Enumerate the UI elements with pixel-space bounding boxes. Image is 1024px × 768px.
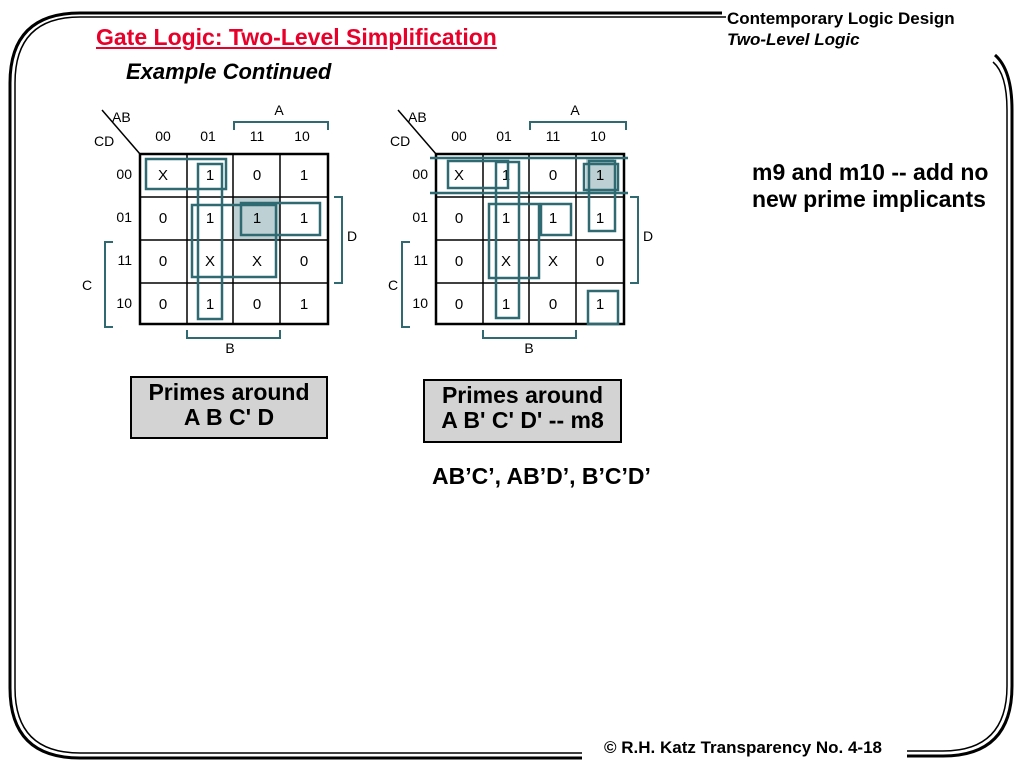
cell: 0 <box>596 253 604 270</box>
row-header: 10 <box>116 295 132 311</box>
caption-line: A B' C' D' -- m8 <box>441 407 604 433</box>
col-header: 01 <box>496 128 512 144</box>
cd-label: CD <box>390 133 410 149</box>
kmap-headers: AB CD 00 01 11 10 00 01 11 10 A B C D <box>388 102 653 356</box>
kmap-grid <box>101 109 330 326</box>
col-header: 01 <box>200 128 216 144</box>
caption-line: Primes around <box>441 382 604 408</box>
col-header: 10 <box>294 128 310 144</box>
slide-subtitle: Example Continued <box>126 59 332 84</box>
row-header: 01 <box>412 209 428 225</box>
var-a-label: A <box>274 102 284 118</box>
cell: 1 <box>596 210 604 227</box>
caption-line: Primes around <box>148 379 310 405</box>
cell: 0 <box>159 210 167 227</box>
var-c-label: C <box>82 277 92 293</box>
slide-title: Gate Logic: Two-Level Simplification <box>96 24 497 50</box>
cell: 1 <box>206 210 214 227</box>
row-header: 01 <box>116 209 132 225</box>
var-d-label: D <box>643 228 653 244</box>
cell: X <box>158 167 168 184</box>
col-header: 11 <box>546 128 561 144</box>
var-a-label: A <box>570 102 580 118</box>
kmap-headers: AB CD 00 01 11 10 00 01 11 10 A B C D <box>82 102 357 356</box>
cell: 0 <box>300 253 308 270</box>
cell: 1 <box>300 296 308 313</box>
row-header: 00 <box>412 166 428 182</box>
cell: 0 <box>455 210 463 227</box>
cell: 0 <box>253 167 261 184</box>
ab-label: AB <box>408 109 427 125</box>
cell: 1 <box>206 167 214 184</box>
cell: X <box>252 253 262 270</box>
col-header: 00 <box>451 128 467 144</box>
ab-label: AB <box>112 109 131 125</box>
caption-primes-abcd: Primes around A B C' D <box>130 376 328 439</box>
var-c-label: C <box>388 277 398 293</box>
cell: 1 <box>206 296 214 313</box>
var-b-label: B <box>225 340 234 356</box>
cell: X <box>205 253 215 270</box>
cell: 0 <box>159 253 167 270</box>
cell: 0 <box>549 296 557 313</box>
row-header: 00 <box>116 166 132 182</box>
cell: 0 <box>253 296 261 313</box>
prime-implicant-loops <box>430 156 628 326</box>
col-header: 10 <box>590 128 606 144</box>
cell: 0 <box>455 296 463 313</box>
course-subtitle: Two-Level Logic <box>727 30 860 49</box>
cell: 1 <box>596 296 604 313</box>
cell: 1 <box>502 210 510 227</box>
note-text: m9 and m10 -- add no new prime implicant… <box>752 159 989 212</box>
cell: 1 <box>502 296 510 313</box>
cell: X <box>501 253 511 270</box>
row-header: 10 <box>412 295 428 311</box>
course-title: Contemporary Logic Design <box>727 9 955 28</box>
cell: X <box>548 253 558 270</box>
cell: 1 <box>596 167 604 184</box>
col-header: 11 <box>250 128 265 144</box>
cell: X <box>454 167 464 184</box>
prime-implicant-loops <box>144 157 322 321</box>
cell: 0 <box>159 296 167 313</box>
cell: 1 <box>300 167 308 184</box>
caption-primes-m8: Primes around A B' C' D' -- m8 <box>423 379 622 443</box>
cell: 1 <box>300 210 308 227</box>
kmap-grid <box>397 109 626 326</box>
footer-text: © R.H. Katz Transparency No. 4-18 <box>600 738 887 758</box>
variable-brackets <box>401 121 639 339</box>
cell: 1 <box>253 210 261 227</box>
caption-line: A B C' D <box>183 404 275 430</box>
cell: 1 <box>549 210 557 227</box>
cell: 0 <box>549 167 557 184</box>
row-header: 11 <box>117 252 132 268</box>
cell: 0 <box>455 253 463 270</box>
row-header: 11 <box>413 252 428 268</box>
variable-brackets <box>104 121 343 339</box>
cell: 1 <box>502 167 510 184</box>
kmap-cells: X 1 0 1 0 1 1 1 0 X X 0 0 1 0 1 <box>454 167 604 313</box>
cd-label: CD <box>94 133 114 149</box>
var-d-label: D <box>347 228 357 244</box>
primes-list: AB’C’, AB’D’, B’C’D’ <box>432 463 651 489</box>
col-header: 00 <box>155 128 171 144</box>
var-b-label: B <box>524 340 533 356</box>
kmap-cells: X 1 0 1 0 1 1 1 0 X X 0 0 1 0 1 <box>158 167 308 313</box>
